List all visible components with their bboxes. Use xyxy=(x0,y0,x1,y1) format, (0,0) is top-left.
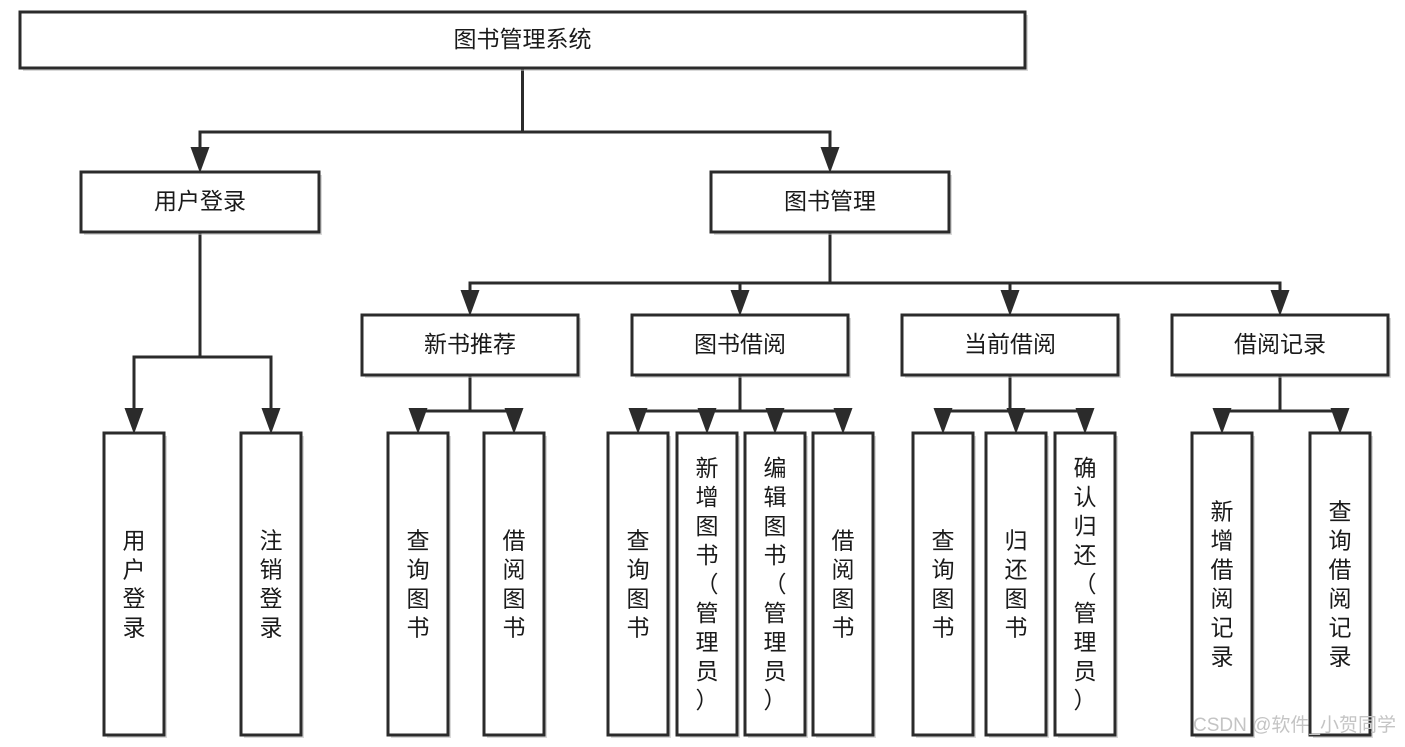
node-box[interactable] xyxy=(79,170,321,234)
node-leaf-return-book[interactable]: 归还图书 xyxy=(984,431,1049,738)
node-label: 借阅图书 xyxy=(832,528,855,641)
node-leaf-query-book-borrow[interactable]: 查询图书 xyxy=(606,431,671,738)
node-leaf-borrow-book-recommend[interactable]: 借阅图书 xyxy=(482,431,547,738)
node-book-borrow[interactable]: 图书借阅 xyxy=(630,313,851,378)
node-user-login[interactable]: 用户登录 xyxy=(79,170,322,235)
connector-group-book-borrow xyxy=(628,373,853,434)
node-box[interactable] xyxy=(630,313,850,377)
connector-group-new-book-recommend xyxy=(408,373,524,434)
node-leaf-logout-login[interactable]: 注销登录 xyxy=(239,431,304,738)
connector-layer xyxy=(124,66,1350,434)
node-leaf-query-borrow-record[interactable]: 查询借阅记录 xyxy=(1308,431,1373,738)
node-box[interactable] xyxy=(709,170,951,234)
node-leaf-user-login[interactable]: 用户登录 xyxy=(102,431,167,738)
node-box[interactable] xyxy=(1170,313,1390,377)
node-label: 归还图书 xyxy=(1005,528,1028,641)
node-root[interactable]: 图书管理系统 xyxy=(18,10,1028,71)
connector-group-borrow-record xyxy=(1212,373,1350,434)
node-label: 查询图书 xyxy=(627,528,650,641)
connector-group-root xyxy=(190,66,840,173)
node-box[interactable] xyxy=(386,431,450,737)
node-label: 注销登录 xyxy=(260,528,283,641)
node-box[interactable] xyxy=(1190,431,1254,737)
node-label: 借阅记录 xyxy=(1234,331,1326,357)
node-label: 图书管理系统 xyxy=(454,26,592,52)
connector-group-current-borrow xyxy=(933,373,1095,434)
node-borrow-record[interactable]: 借阅记录 xyxy=(1170,313,1391,378)
node-leaf-query-book-recommend[interactable]: 查询图书 xyxy=(386,431,451,738)
node-box[interactable] xyxy=(1308,431,1372,737)
node-box[interactable] xyxy=(606,431,670,737)
node-label: 用户登录 xyxy=(154,188,246,214)
node-box[interactable] xyxy=(1053,431,1117,737)
connector-group-book-management xyxy=(460,230,1290,316)
node-label: 编辑图书（管理员） xyxy=(764,455,787,713)
node-label: 新增借阅记录 xyxy=(1211,499,1234,670)
node-box[interactable] xyxy=(900,313,1120,377)
node-box[interactable] xyxy=(811,431,875,737)
node-box[interactable] xyxy=(18,10,1027,70)
node-leaf-add-borrow-record[interactable]: 新增借阅记录 xyxy=(1190,431,1255,738)
node-leaf-borrow-book[interactable]: 借阅图书 xyxy=(811,431,876,738)
node-label: 查询借阅记录 xyxy=(1329,499,1352,670)
node-leaf-edit-book-admin[interactable]: 编辑图书（管理员） xyxy=(743,431,808,738)
csdn-watermark: CSDN @软件_小贺同学 xyxy=(1193,714,1396,736)
connector-group-user-login xyxy=(124,230,281,434)
node-box[interactable] xyxy=(984,431,1048,737)
node-leaf-add-book-admin[interactable]: 新增图书（管理员） xyxy=(675,431,740,738)
node-label: 查询图书 xyxy=(407,528,430,641)
node-box[interactable] xyxy=(911,431,975,737)
node-book-management[interactable]: 图书管理 xyxy=(709,170,952,235)
node-label: 查询图书 xyxy=(932,528,955,641)
node-label: 借阅图书 xyxy=(503,528,526,641)
node-label: 新书推荐 xyxy=(424,331,516,357)
node-label: 新增图书（管理员） xyxy=(696,455,719,713)
node-box[interactable] xyxy=(102,431,166,737)
node-label: 图书借阅 xyxy=(694,331,786,357)
node-leaf-confirm-return-admin[interactable]: 确认归还（管理员） xyxy=(1053,431,1118,738)
node-layer: 图书管理系统用户登录图书管理新书推荐图书借阅当前借阅借阅记录用户登录注销登录查询… xyxy=(18,10,1391,738)
node-box[interactable] xyxy=(239,431,303,737)
node-box[interactable] xyxy=(482,431,546,737)
node-label: 当前借阅 xyxy=(964,331,1056,357)
node-leaf-query-book-current[interactable]: 查询图书 xyxy=(911,431,976,738)
node-label: 确认归还（管理员） xyxy=(1074,455,1097,713)
node-new-book-recommend[interactable]: 新书推荐 xyxy=(360,313,581,378)
node-current-borrow[interactable]: 当前借阅 xyxy=(900,313,1121,378)
node-label: 图书管理 xyxy=(784,188,876,214)
node-box[interactable] xyxy=(675,431,739,737)
node-box[interactable] xyxy=(360,313,580,377)
node-label: 用户登录 xyxy=(123,528,146,641)
node-box[interactable] xyxy=(743,431,807,737)
